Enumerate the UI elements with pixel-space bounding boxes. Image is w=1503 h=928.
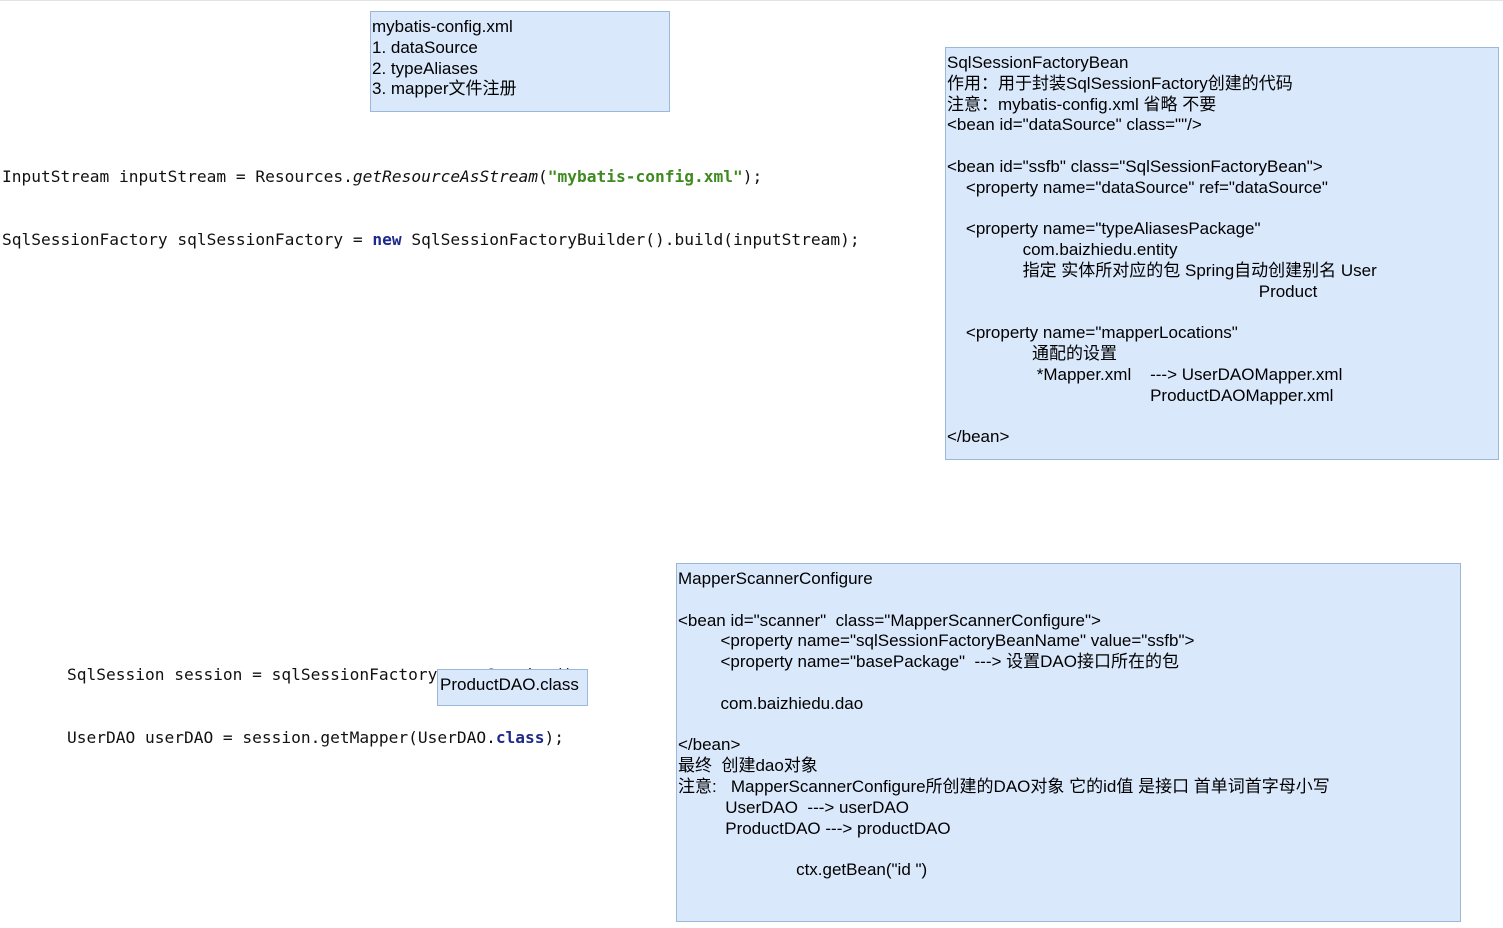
note-line: <property name="mapperLocations"	[947, 323, 1238, 343]
note-line: ProductDAO ---> productDAO	[678, 818, 951, 838]
code-method: getResourceAsStream	[352, 167, 539, 186]
note-line: <bean id="dataSource" class=""/>	[947, 115, 1202, 135]
code-text: );	[742, 167, 763, 186]
note-line	[678, 590, 1460, 611]
note-line	[947, 407, 1498, 428]
code-text: UserDAO userDAO = session.getMapper(User…	[67, 728, 496, 747]
mapperscannerconfigure-note: MapperScannerConfigure <bean id="scanner…	[676, 563, 1461, 922]
note-line: 通配的设置	[947, 344, 1118, 364]
code-keyword: new	[372, 230, 402, 249]
top-divider	[0, 0, 1503, 1]
sqlsessionfactorybean-note: SqlSessionFactoryBean 作用：用于封装SqlSessionF…	[945, 47, 1499, 460]
sqlsessionfactory-code-snippet: InputStream inputStream = Resources.getR…	[2, 124, 860, 271]
code-keyword: class	[495, 728, 545, 747]
note-line: ctx.getBean("id ")	[678, 860, 928, 880]
note-line: <property name="sqlSessionFactoryBeanNam…	[678, 631, 1195, 651]
note-line: 注意: MapperScannerConfigure所创建的DAO对象 它的id…	[678, 776, 1330, 796]
code-line: SqlSessionFactory sqlSessionFactory = ne…	[2, 229, 860, 250]
note-line: com.baizhiedu.entity	[947, 240, 1178, 260]
note-line: <bean id="scanner" class="MapperScannerC…	[678, 610, 1101, 630]
note-line	[678, 715, 1460, 736]
productdao-class-note: ProductDAO.class	[437, 669, 588, 706]
note-line: </bean>	[678, 735, 741, 755]
note-line: UserDAO ---> userDAO	[678, 797, 909, 817]
note-line: ProductDAOMapper.xml	[947, 385, 1334, 405]
note-line: 指定 实体所对应的包 Spring自动创建别名 User	[947, 260, 1377, 280]
note-line	[947, 199, 1498, 220]
note-line: 2. typeAliases	[372, 58, 478, 78]
note-line: <bean id="ssfb" class="SqlSessionFactory…	[947, 156, 1323, 176]
note-line: SqlSessionFactoryBean	[947, 53, 1129, 72]
code-text: );	[544, 728, 565, 747]
note-line	[678, 839, 1460, 860]
note-line: <property name="dataSource" ref="dataSou…	[947, 177, 1328, 197]
code-text: SqlSessionFactoryBuilder().build(inputSt…	[401, 230, 860, 249]
code-text: SqlSessionFactory sqlSessionFactory =	[2, 230, 373, 249]
note-line: <property name="typeAliasesPackage"	[947, 219, 1261, 239]
note-line: 3. mapper文件注册	[372, 79, 517, 99]
code-text: InputStream inputStream = Resources.	[2, 167, 353, 186]
note-line	[678, 673, 1460, 694]
note-line: <property name="basePackage" ---> 设置DAO接…	[678, 652, 1180, 672]
note-line: ProductDAO.class	[440, 675, 579, 694]
code-text: (	[538, 167, 548, 186]
note-line: com.baizhiedu.dao	[678, 693, 864, 713]
mybatis-config-note: mybatis-config.xml 1. dataSource 2. type…	[370, 11, 670, 112]
note-line: 1. dataSource	[372, 37, 478, 57]
code-line: InputStream inputStream = Resources.getR…	[2, 166, 860, 187]
note-line: Product	[947, 281, 1318, 301]
note-line: *Mapper.xml ---> UserDAOMapper.xml	[947, 364, 1343, 384]
code-line: UserDAO userDAO = session.getMapper(User…	[67, 727, 584, 748]
note-line: 注意：mybatis-config.xml 省略 不要	[947, 94, 1217, 114]
note-line: 最终 创建dao对象	[678, 756, 818, 776]
note-line: MapperScannerConfigure	[678, 569, 873, 588]
note-line	[947, 303, 1498, 324]
note-line: </bean>	[947, 427, 1010, 447]
code-string: "mybatis-config.xml"	[547, 167, 743, 186]
note-line: 作用：用于封装SqlSessionFactory创建的代码	[947, 73, 1293, 93]
note-line	[947, 136, 1498, 157]
note-line: mybatis-config.xml	[372, 17, 513, 36]
